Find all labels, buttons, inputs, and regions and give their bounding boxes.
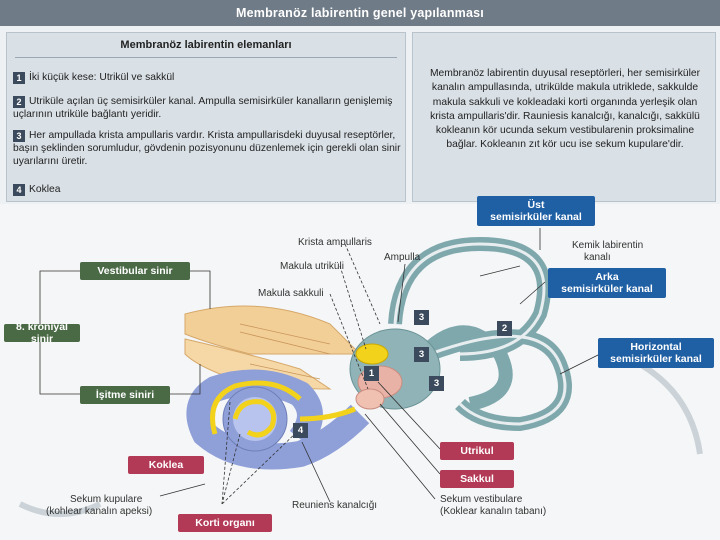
- receptors-text: Membranöz labirentin duyusal reseptörler…: [429, 68, 701, 151]
- list-item-text: Utriküle açılan üç semisirküler kanal. A…: [13, 96, 393, 120]
- box-arka-line2: semisirküler kanal: [561, 283, 653, 295]
- box-koklea: Koklea: [128, 456, 204, 474]
- marker-3-lower: 3: [429, 376, 444, 391]
- label-krista-ampullaris: Krista ampullaris: [298, 237, 372, 248]
- label-kemik-kanal: kanalı: [584, 252, 611, 263]
- box-ust-line1: Üst: [527, 199, 545, 211]
- number-badge: 4: [13, 184, 25, 196]
- list-item-1: 1 İki küçük kese: Utrikül ve sakkül: [13, 71, 403, 84]
- label-sekum-kupulare: Sekum kupulare: [70, 494, 143, 505]
- marker-4: 4: [293, 423, 308, 438]
- box-ust-line2: semisirküler kanal: [490, 211, 582, 223]
- marker-3-upper: 3: [414, 310, 429, 325]
- number-badge: 3: [13, 130, 25, 142]
- canal-inner-lumen: [393, 242, 567, 426]
- box-sakkul: Sakkul: [440, 470, 514, 488]
- elements-header: Membranöz labirentin elemanları: [120, 39, 292, 51]
- box-korti-organi: Korti organı: [178, 514, 272, 532]
- list-item-text: Her ampullada krista ampullaris vardır. …: [13, 130, 401, 167]
- labyrinth-illustration: [18, 228, 703, 517]
- label-kemik-labirentin: Kemik labirentin: [572, 240, 644, 251]
- list-item-text: İki küçük kese: Utrikül ve sakkül: [29, 72, 175, 83]
- marker-3-middle: 3: [414, 347, 429, 362]
- label-sekum-vestibulare-note: (Koklear kanalın tabanı): [440, 506, 547, 517]
- label-makula-sakkuli: Makula sakkuli: [258, 288, 324, 299]
- label-reuniens: Reuniens kanalcığı: [292, 500, 378, 511]
- box-arka-line1: Arka: [595, 271, 619, 283]
- box-arka-kanal: Arka semisirküler kanal: [548, 268, 666, 298]
- box-kraniyal-sinir: 8. kroniyal sinir: [4, 321, 80, 345]
- list-item-4: 4 Koklea: [13, 183, 403, 196]
- leader-lines: [159, 228, 601, 505]
- box-horizontal-line2: semisirküler kanal: [610, 353, 702, 365]
- list-item-text: Koklea: [29, 184, 61, 195]
- label-makula-utrikuli: Makula utriküli: [280, 261, 344, 272]
- header-divider: [15, 57, 397, 58]
- title-bar: Membranöz labirentin genel yapılanması: [0, 0, 720, 26]
- labyrinth-diagram: Krista ampullaris Makula utriküli Makula…: [0, 196, 720, 540]
- box-isitme-siniri: İşitme siniri: [80, 386, 170, 404]
- cochlea: [186, 369, 370, 470]
- elements-panel: Membranöz labirentin elemanları 1 İki küç…: [6, 32, 406, 202]
- box-horizontal-line1: Horizontal: [630, 341, 682, 353]
- box-utrikul: Utrikul: [440, 442, 514, 460]
- label-sekum-vestibulare: Sekum vestibulare: [440, 494, 523, 505]
- marker-2: 2: [497, 321, 512, 336]
- box-horizontal-kanal: Horizontal semisirküler kanal: [598, 338, 714, 368]
- box-vestibular-sinir: Vestibular sinir: [80, 262, 190, 280]
- number-badge: 2: [13, 96, 25, 108]
- label-ampulla: Ampulla: [384, 252, 421, 263]
- receptors-panel: Membranöz labirentin duyusal reseptörler…: [412, 32, 716, 202]
- marker-1: 1: [364, 366, 379, 381]
- label-sekum-kupulare-note: (kohlear kanalın apeksi): [46, 506, 153, 517]
- number-badge: 1: [13, 72, 25, 84]
- box-ust-kanal: Üst semisirküler kanal: [477, 196, 595, 226]
- vestibule: [349, 328, 441, 410]
